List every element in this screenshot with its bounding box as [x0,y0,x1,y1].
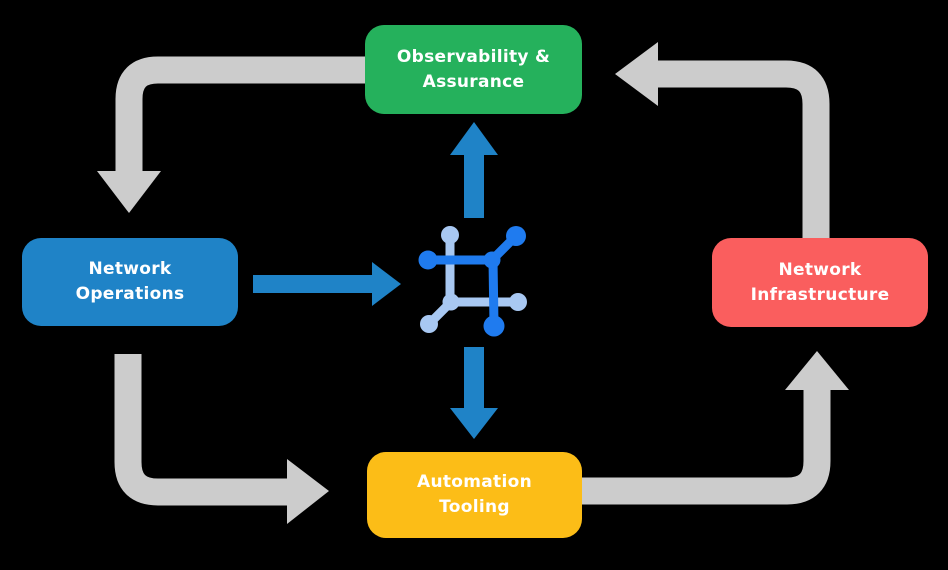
icon-line-dark-vertical [488,255,499,330]
arrow-operations-to-automation [114,354,329,524]
icon-node-dot [418,250,438,270]
arrow-operations-to-center [253,262,401,306]
node-observability-assurance: Observability & Assurance [365,25,582,114]
icon-junction-dot [442,293,460,311]
arrow-automation-to-infrastructure [578,351,849,505]
arrow-head-right [287,459,329,524]
arrow-head-right [372,262,401,306]
icon-node-dot [441,226,459,244]
arrow-shaft [115,56,372,173]
node-label-line: Operations [75,284,185,304]
arrow-head-down [450,408,498,439]
arrow-shaft [114,354,288,506]
arrow-head-up [785,351,849,390]
arrow-head-left [615,42,658,106]
arrow-observability-to-operations [97,56,372,213]
icon-node-dot [506,226,526,246]
arrow-shaft [657,60,830,242]
icon-node-dot [509,293,527,311]
icon-node-dot [483,315,505,337]
node-label-line: Automation [417,472,532,493]
network-mesh-icon [418,226,527,337]
node-label-line: Network [88,259,172,280]
icon-node-dot [420,315,438,333]
node-label-line: Tooling [439,497,510,517]
arrow-infrastructure-to-observability [615,42,830,242]
node-label-line: Observability & [396,46,551,67]
arrow-center-to-automation [450,347,498,439]
node-label-line: Infrastructure [750,284,890,305]
node-network-infrastructure: Network Infrastructure [712,238,928,327]
node-label-line: Network [778,259,862,280]
arrow-center-to-observability [450,122,498,218]
node-network-operations: Network Operations [22,238,238,326]
arrow-head-down [97,171,161,213]
icon-junction-dot [483,251,501,269]
arrow-head-up [450,122,498,155]
node-automation-tooling: Automation Tooling [367,452,582,538]
arrow-shaft [578,389,831,505]
node-label-line: Assurance [422,71,525,92]
